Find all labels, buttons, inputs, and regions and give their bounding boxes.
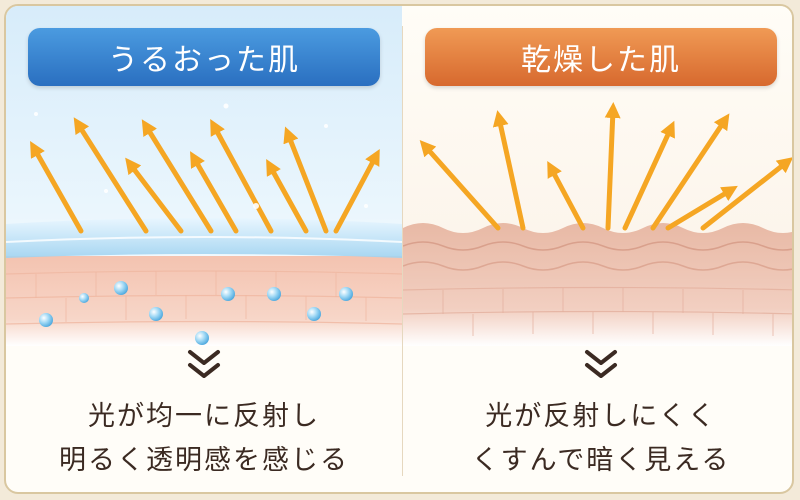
moist-caption-line2: 明るく透明感を感じる xyxy=(59,445,349,476)
reflect-arrow xyxy=(125,157,184,234)
reflect-arrow xyxy=(210,118,274,234)
reflect-arrow xyxy=(419,140,501,231)
moisture-droplet xyxy=(39,313,53,327)
double-chevron-down-icon xyxy=(585,350,617,378)
panel-divider xyxy=(402,26,403,476)
moist-skin-title: うるおった肌 xyxy=(28,28,380,86)
dry-skin-title: 乾燥した肌 xyxy=(425,28,777,86)
reflect-arrow xyxy=(73,117,149,234)
reflect-arrow xyxy=(604,102,621,231)
dry-caption-line2: くすんで暗く見える xyxy=(471,445,731,476)
moist-caption-line1: 光が均一に反射し xyxy=(88,401,320,432)
moisture-droplet xyxy=(267,287,281,301)
reflect-arrow xyxy=(141,119,214,234)
moisture-droplet xyxy=(79,293,89,303)
reflect-arrow xyxy=(30,141,84,234)
moisture-droplet xyxy=(221,287,235,301)
reflect-arrow xyxy=(622,120,675,231)
double-chevron-down-icon xyxy=(188,350,220,378)
moisture-droplet xyxy=(339,287,353,301)
reflect-arrow xyxy=(547,160,586,231)
reflect-arrow xyxy=(283,126,329,234)
moist-skin-panel: うるおった肌 光が均一に反射し 明るく透明感を感じる xyxy=(6,6,402,492)
moisture-droplet xyxy=(114,281,128,295)
reflect-arrow xyxy=(700,157,792,231)
reflect-arrow xyxy=(266,159,309,234)
reflect-arrow xyxy=(492,110,526,231)
moisture-droplet xyxy=(195,331,209,345)
dry-skin-panel: 乾燥した肌 光が反射しにくく くすんで暗く見える xyxy=(403,6,792,492)
moisture-droplet xyxy=(307,307,321,321)
reflect-arrow xyxy=(665,185,738,231)
reflect-arrow xyxy=(650,113,730,231)
reflect-arrow xyxy=(190,151,239,234)
comparison-frame: うるおった肌 光が均一に反射し 明るく透明感を感じる xyxy=(4,4,794,494)
moisture-droplet xyxy=(149,307,163,321)
reflect-arrow xyxy=(333,148,380,234)
dry-caption-line1: 光が反射しにくく xyxy=(485,401,717,432)
